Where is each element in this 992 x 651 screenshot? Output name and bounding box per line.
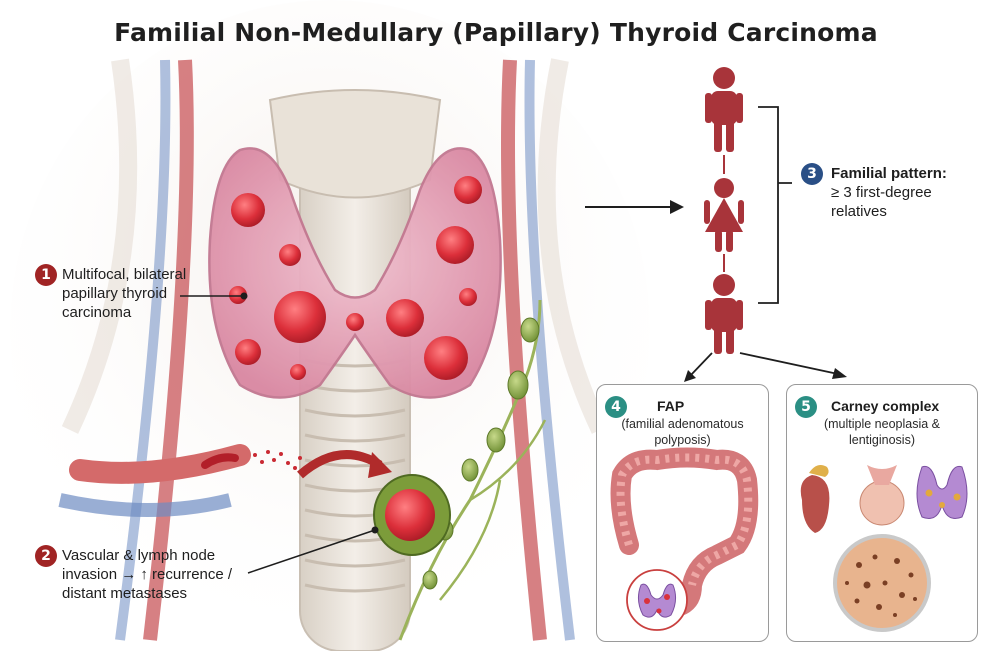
invasion-arrowhead (368, 452, 392, 478)
lymphatic-branch (439, 419, 547, 601)
callout-2-number: 2 (35, 545, 57, 567)
callout-3-line: ≥ 3 first-degree (831, 184, 932, 201)
diagram-title: Familial Non-Medullary (Papillary) Thyro… (114, 18, 878, 47)
person-icon-middle (704, 178, 744, 252)
callout-3-line: Familial pattern: (831, 165, 947, 182)
jugular-vein-left (115, 59, 171, 641)
carney-subtitle-line: (multiple neoplasia & (823, 417, 941, 431)
skin-lentigines-icon (833, 534, 931, 632)
pituitary-icon (859, 465, 905, 526)
thyroid-icon (916, 465, 968, 519)
fap-subtitle-line: polyposis) (654, 433, 711, 447)
arrow-to-fap (689, 352, 713, 377)
tumor-cells (253, 450, 302, 470)
lymph-node-tumor (385, 489, 435, 541)
callout-2-leader (247, 529, 376, 574)
callout-2-dot (371, 526, 379, 534)
carney-title: Carney complex (831, 398, 940, 414)
fap-illustration (610, 447, 759, 631)
callout-3-line: relatives (831, 203, 887, 220)
callout-3-number: 3 (801, 163, 823, 185)
neck-outline (61, 58, 609, 434)
arrow-to-carney-head (832, 368, 847, 379)
fap-box: 4 FAP (familial adenomatous polyposis) (596, 384, 769, 642)
carney-subtitle: (multiple neoplasia & lentiginosis) (787, 416, 977, 448)
jugular-vein-right (524, 59, 575, 641)
callout-2-line: invasion → ↑ recurrence / (62, 566, 233, 583)
person-icon-top (705, 67, 743, 152)
carney-subtitle-line: lentiginosis) (848, 433, 915, 447)
carotid-artery-right (501, 59, 547, 641)
carney-illustration (800, 465, 968, 632)
box-5-number: 5 (795, 396, 817, 418)
fap-title: FAP (657, 398, 685, 414)
vein-branch (58, 493, 232, 517)
box-4-number: 4 (605, 396, 627, 418)
carney-box: 5 Carney complex (multiple neoplasia & l… (786, 384, 978, 642)
adrenal-icon (800, 465, 830, 533)
tumor-nodules (229, 176, 482, 380)
thyroid-cartilage (268, 89, 442, 199)
callout-1-line: Multifocal, bilateral (62, 266, 187, 283)
callout-1-line: papillary thyroid (62, 285, 168, 302)
callout-1-number: 1 (35, 264, 57, 286)
person-icon-bottom (705, 274, 743, 354)
arrow-to-fap-head (684, 370, 696, 382)
arrow-to-carney (739, 352, 839, 375)
thyroid-icon (637, 583, 677, 618)
carotid-artery-left (143, 59, 194, 641)
callout-1-label: Multifocal, bilateral papillary thyroid … (62, 265, 186, 322)
callout-1-dot (240, 292, 248, 300)
fap-subtitle: (familial adenomatous polyposis) (597, 416, 768, 448)
tumor-embolus (201, 453, 239, 469)
fap-subtitle-line: (familial adenomatous (621, 417, 744, 431)
callout-1-line: carcinoma (62, 304, 132, 321)
callout-3-label: Familial pattern: ≥ 3 first-degree relat… (831, 164, 947, 221)
family-bracket (758, 106, 792, 304)
callout-2-line: Vascular & lymph node (62, 547, 216, 564)
family-arrowhead (670, 200, 684, 214)
callout-2-line: distant metastases (62, 585, 188, 602)
callout-2-label: Vascular & lymph node invasion → ↑ recur… (62, 546, 232, 603)
